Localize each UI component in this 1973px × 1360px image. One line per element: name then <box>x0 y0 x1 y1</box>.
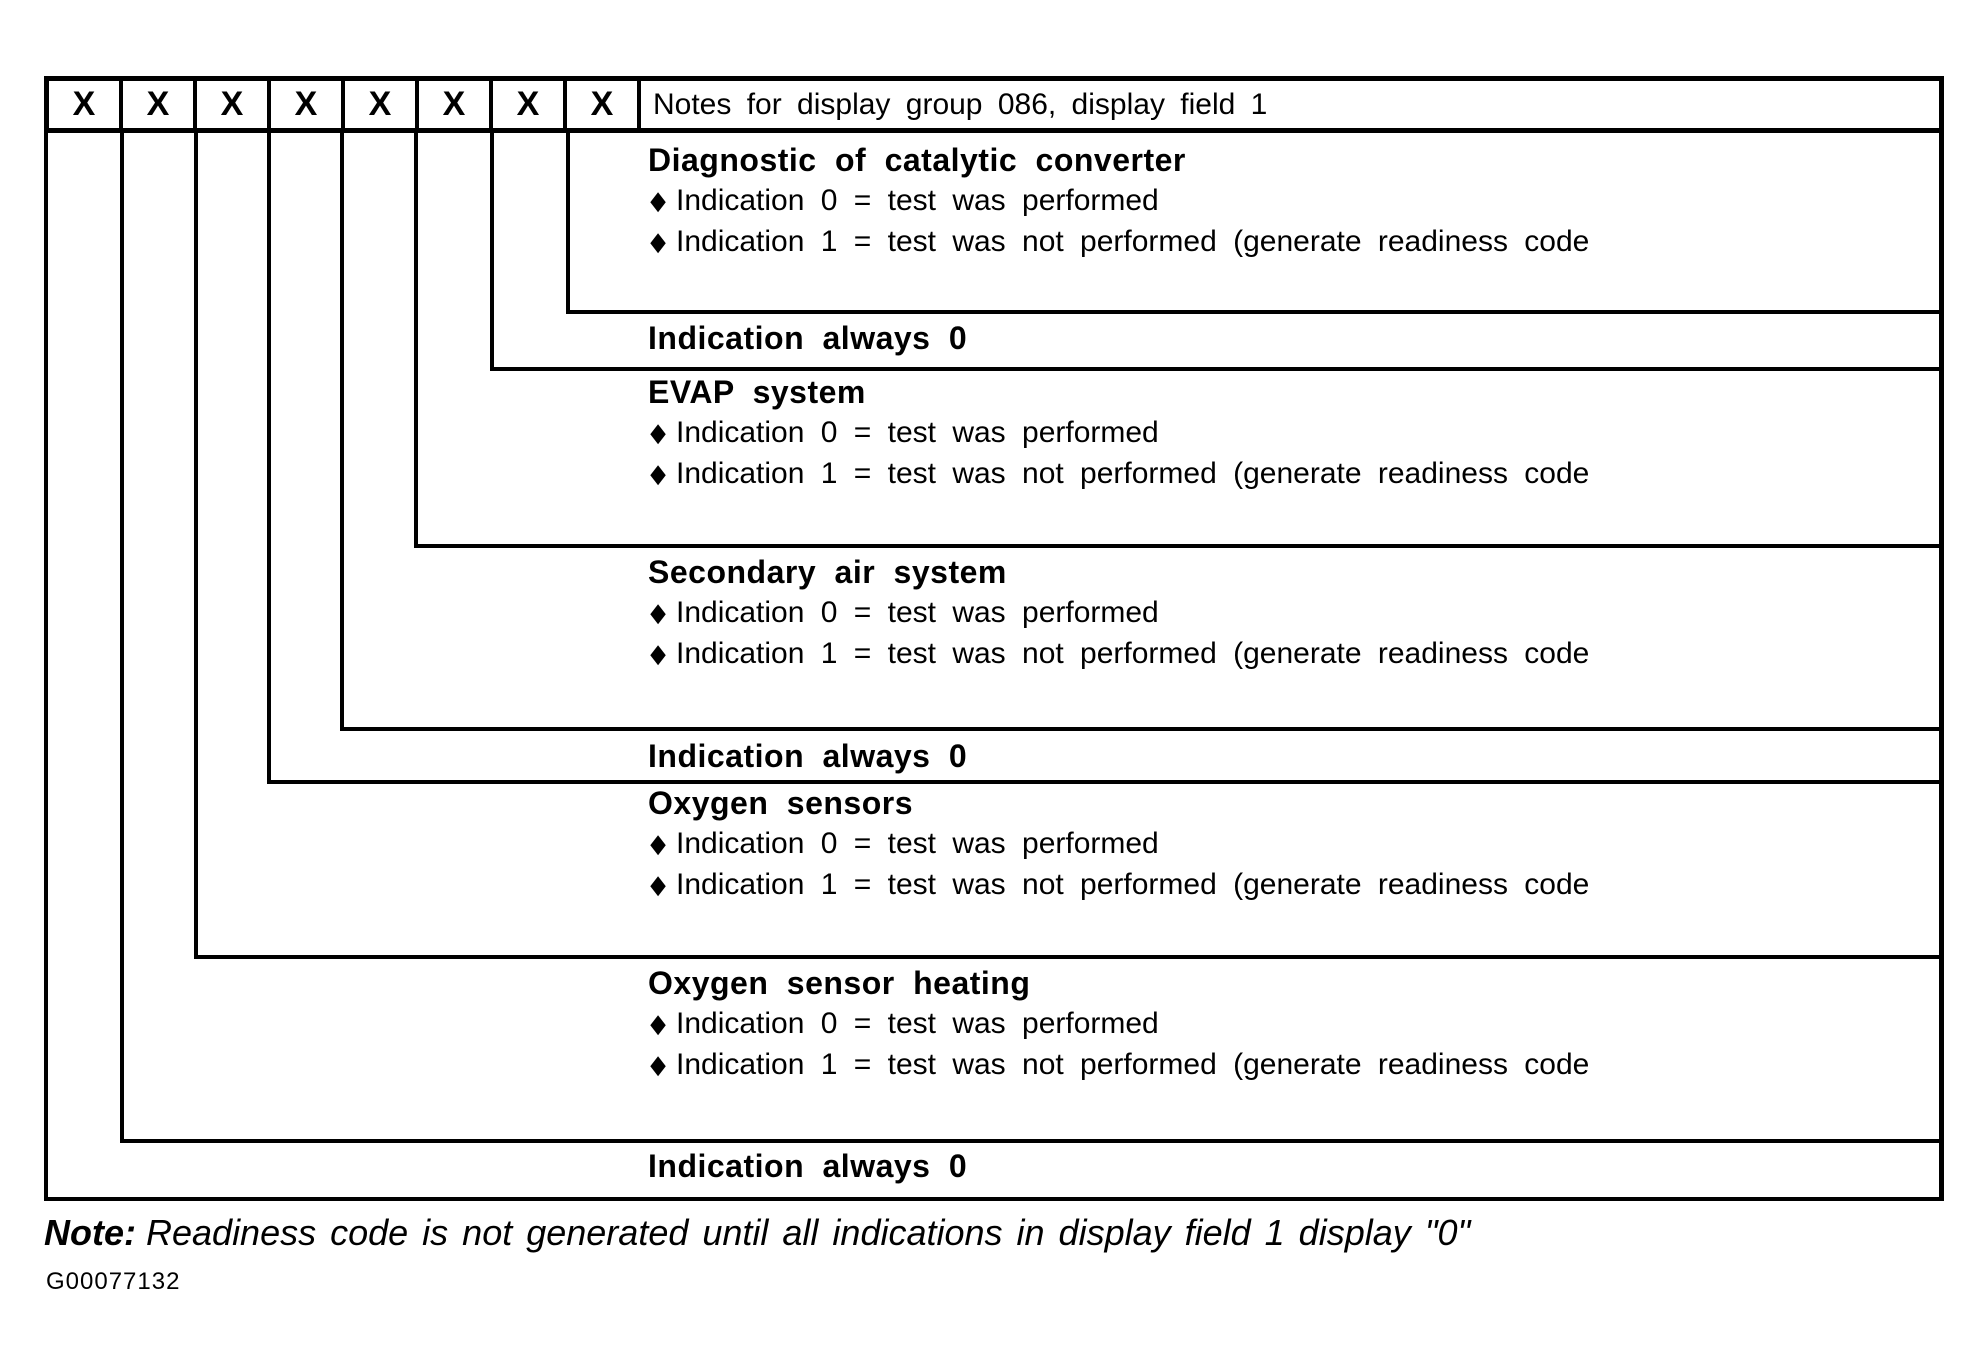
bit-cell-5: X <box>345 81 419 128</box>
bit-cell-2: X <box>123 81 197 128</box>
bullet-text: Indication 1 = test was not performed (g… <box>676 457 1590 490</box>
block-title: Diagnostic of catalytic converter <box>648 142 1186 178</box>
bullet-line: ◆ Indication 1 = test was not performed (… <box>648 1044 1589 1085</box>
block-title: Indication always 0 <box>648 738 968 774</box>
leader-vertical-bit4 <box>267 133 271 780</box>
block-separator-5 <box>267 780 1944 784</box>
diamond-bullet-icon: ◆ <box>650 597 666 627</box>
bit-cell-8: X <box>567 81 641 128</box>
bullet-text: Indication 1 = test was not performed (g… <box>676 868 1590 901</box>
bit-cell-7: X <box>493 81 567 128</box>
diamond-bullet-icon: ◆ <box>650 226 666 256</box>
bullet-line: ◆ Indication 1 = test was not performed (… <box>648 453 1589 494</box>
bullet-text: Indication 0 = test was performed <box>676 596 1159 629</box>
block-separator-4 <box>340 727 1944 731</box>
leader-vertical-bit1 <box>44 133 48 1197</box>
diamond-bullet-icon: ◆ <box>650 417 666 447</box>
bullet-line: ◆ Indication 0 = test was performed <box>648 1003 1589 1044</box>
notes-header-cell: Notes for display group 086, display fie… <box>653 87 1268 121</box>
leader-vertical-bit6 <box>414 133 418 544</box>
bullet-line: ◆ Indication 1 = test was not performed (… <box>648 633 1589 674</box>
bullet-line: ◆ Indication 0 = test was performed <box>648 823 1589 864</box>
diamond-bullet-icon: ◆ <box>650 828 666 858</box>
bullet-line: ◆ Indication 0 = test was performed <box>648 412 1589 453</box>
legend-block-indication-always-0-b: Indication always 0 <box>648 736 967 776</box>
block-title: Secondary air system <box>648 554 1007 590</box>
readiness-code-footnote: Note:Readiness code is not generated unt… <box>44 1212 1470 1254</box>
block-title: Oxygen sensors <box>648 785 913 821</box>
block-separator-2 <box>490 367 1944 371</box>
block-title: Oxygen sensor heating <box>648 965 1031 1001</box>
bullet-line: ◆ Indication 0 = test was performed <box>648 180 1589 221</box>
bullet-text: Indication 0 = test was performed <box>676 1007 1159 1040</box>
diagram-right-border <box>1939 76 1944 1201</box>
bit-cell-6: X <box>419 81 493 128</box>
block-separator-7 <box>120 1139 1944 1143</box>
diamond-bullet-icon: ◆ <box>650 458 666 488</box>
leader-vertical-bit5 <box>340 133 344 727</box>
block-title: Indication always 0 <box>648 320 968 356</box>
diamond-bullet-icon: ◆ <box>650 1008 666 1038</box>
bullet-text: Indication 1 = test was not performed (g… <box>676 225 1590 258</box>
diamond-bullet-icon: ◆ <box>650 638 666 668</box>
block-separator-8 <box>44 1197 1944 1201</box>
block-separator-6 <box>194 955 1944 959</box>
bullet-line: ◆ Indication 1 = test was not performed (… <box>648 864 1589 905</box>
legend-block-indication-always-0-c: Indication always 0 <box>648 1146 967 1186</box>
bit-cell-1: X <box>49 81 123 128</box>
leader-vertical-bit8 <box>566 133 570 310</box>
legend-block-secondary-air-system: Secondary air system ◆ Indication 0 = tes… <box>648 552 1589 674</box>
diamond-bullet-icon: ◆ <box>650 869 666 899</box>
leader-vertical-bit7 <box>490 133 494 367</box>
display-field-header-row: X X X X X X X X Notes for display group … <box>44 76 1944 133</box>
legend-block-indication-always-0-a: Indication always 0 <box>648 318 967 358</box>
block-title: EVAP system <box>648 374 866 410</box>
block-separator-1 <box>566 310 1944 314</box>
legend-block-evap-system: EVAP system ◆ Indication 0 = test was per… <box>648 372 1589 494</box>
bullet-line: ◆ Indication 1 = test was not performed (… <box>648 221 1589 262</box>
bit-cell-3: X <box>197 81 271 128</box>
bullet-line: ◆ Indication 0 = test was performed <box>648 592 1589 633</box>
bullet-text: Indication 1 = test was not performed (g… <box>676 637 1590 670</box>
bullet-text: Indication 0 = test was performed <box>676 827 1159 860</box>
footnote-label: Note: <box>44 1212 136 1253</box>
legend-block-oxygen-sensor-heating: Oxygen sensor heating ◆ Indication 0 = te… <box>648 963 1589 1085</box>
legend-block-catalytic-converter: Diagnostic of catalytic converter ◆ Indic… <box>648 140 1589 262</box>
bit-cell-4: X <box>271 81 345 128</box>
block-separator-3 <box>414 544 1944 548</box>
bullet-text: Indication 1 = test was not performed (g… <box>676 1048 1590 1081</box>
leader-vertical-bit3 <box>194 133 198 955</box>
bullet-text: Indication 0 = test was performed <box>676 184 1159 217</box>
diamond-bullet-icon: ◆ <box>650 185 666 215</box>
diamond-bullet-icon: ◆ <box>650 1049 666 1079</box>
footnote-text: Readiness code is not generated until al… <box>146 1212 1471 1253</box>
block-title: Indication always 0 <box>648 1148 968 1184</box>
bullet-text: Indication 0 = test was performed <box>676 416 1159 449</box>
legend-block-oxygen-sensors: Oxygen sensors ◆ Indication 0 = test was … <box>648 783 1589 905</box>
figure-id: G00077132 <box>46 1268 181 1295</box>
leader-vertical-bit2 <box>120 133 124 1139</box>
